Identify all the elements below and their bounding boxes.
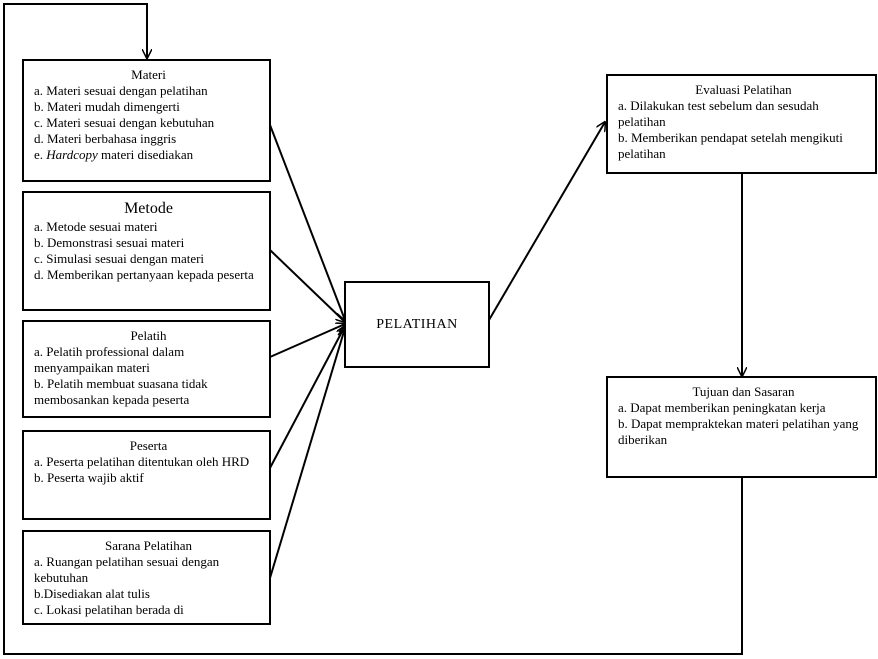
evaluasi-item: b. Memberikan pendapat setelah mengikuti… bbox=[618, 130, 843, 161]
materi-item: b. Materi mudah dimengerti bbox=[34, 99, 180, 114]
peserta-box: Peserta a. Peserta pelatihan ditentukan … bbox=[22, 430, 271, 520]
materi-title: Materi bbox=[131, 67, 166, 82]
pelatih-item: a. Pelatih professional dalam menyampaik… bbox=[34, 344, 185, 375]
arrow-pelatihan-to-evaluasi bbox=[488, 122, 605, 321]
evaluasi-box: Evaluasi Pelatihan a. Dilakukan test seb… bbox=[606, 74, 877, 174]
tujuan-item: b. Dapat mempraktekan materi pelatihan y… bbox=[618, 416, 859, 447]
pelatih-item: b. Pelatih membuat suasana tidak membosa… bbox=[34, 376, 208, 407]
materi-item: d. Materi berbahasa inggris bbox=[34, 131, 177, 146]
metode-box: Metode a. Metode sesuai materi b. Demons… bbox=[22, 191, 271, 311]
arrow-pelatih-to-pelatihan bbox=[269, 324, 345, 358]
sarana-item: a. Ruangan pelatihan sesuai dengan kebut… bbox=[34, 554, 220, 585]
arrow-metode-to-pelatihan bbox=[269, 249, 345, 322]
evaluasi-title: Evaluasi Pelatihan bbox=[695, 82, 792, 97]
pelatihan-box: PELATIHAN bbox=[344, 281, 490, 368]
arrow-peserta-to-pelatihan bbox=[269, 326, 345, 469]
evaluasi-item: a. Dilakukan test sebelum dan sesudah pe… bbox=[618, 98, 819, 129]
sarana-item: c. Lokasi pelatihan berada di bbox=[34, 602, 184, 617]
pelatih-title: Pelatih bbox=[130, 328, 167, 343]
sarana-title: Sarana Pelatihan bbox=[105, 538, 192, 553]
tujuan-item: a. Dapat memberikan peningkatan kerja bbox=[618, 400, 826, 415]
metode-item: b. Demonstrasi sesuai materi bbox=[34, 235, 185, 250]
peserta-item: b. Peserta wajib aktif bbox=[34, 470, 144, 485]
peserta-title: Peserta bbox=[129, 438, 168, 453]
metode-title: Metode bbox=[124, 200, 173, 217]
materi-item: a. Materi sesuai dengan pelatihan bbox=[34, 83, 208, 98]
arrow-materi-to-pelatihan bbox=[269, 124, 345, 320]
feedback-loop-line bbox=[3, 3, 743, 655]
metode-item: c. Simulasi sesuai dengan materi bbox=[34, 251, 205, 266]
tujuan-title: Tujuan dan Sasaran bbox=[692, 384, 795, 399]
metode-item: d. Memberikan pertanyaan kepada peserta bbox=[34, 267, 254, 282]
peserta-item: a. Peserta pelatihan ditentukan oleh HRD bbox=[34, 454, 250, 469]
pelatihan-label: PELATIHAN bbox=[376, 316, 458, 332]
arrow-sarana-to-pelatihan bbox=[269, 328, 345, 579]
pelatih-box: Pelatih a. Pelatih professional dalam me… bbox=[22, 320, 271, 418]
metode-item: a. Metode sesuai materi bbox=[34, 219, 158, 234]
materi-item: c. Materi sesuai dengan kebutuhan bbox=[34, 115, 215, 130]
tujuan-box: Tujuan dan Sasaran a. Dapat memberikan p… bbox=[606, 376, 877, 478]
sarana-item: b.Disediakan alat tulis bbox=[34, 586, 150, 601]
sarana-box: Sarana Pelatihan a. Ruangan pelatihan se… bbox=[22, 530, 271, 625]
materi-item-hardcopy: e. Hardcopy materi disediakan bbox=[34, 147, 194, 162]
materi-box: Materi a. Materi sesuai dengan pelatihan… bbox=[22, 59, 271, 182]
